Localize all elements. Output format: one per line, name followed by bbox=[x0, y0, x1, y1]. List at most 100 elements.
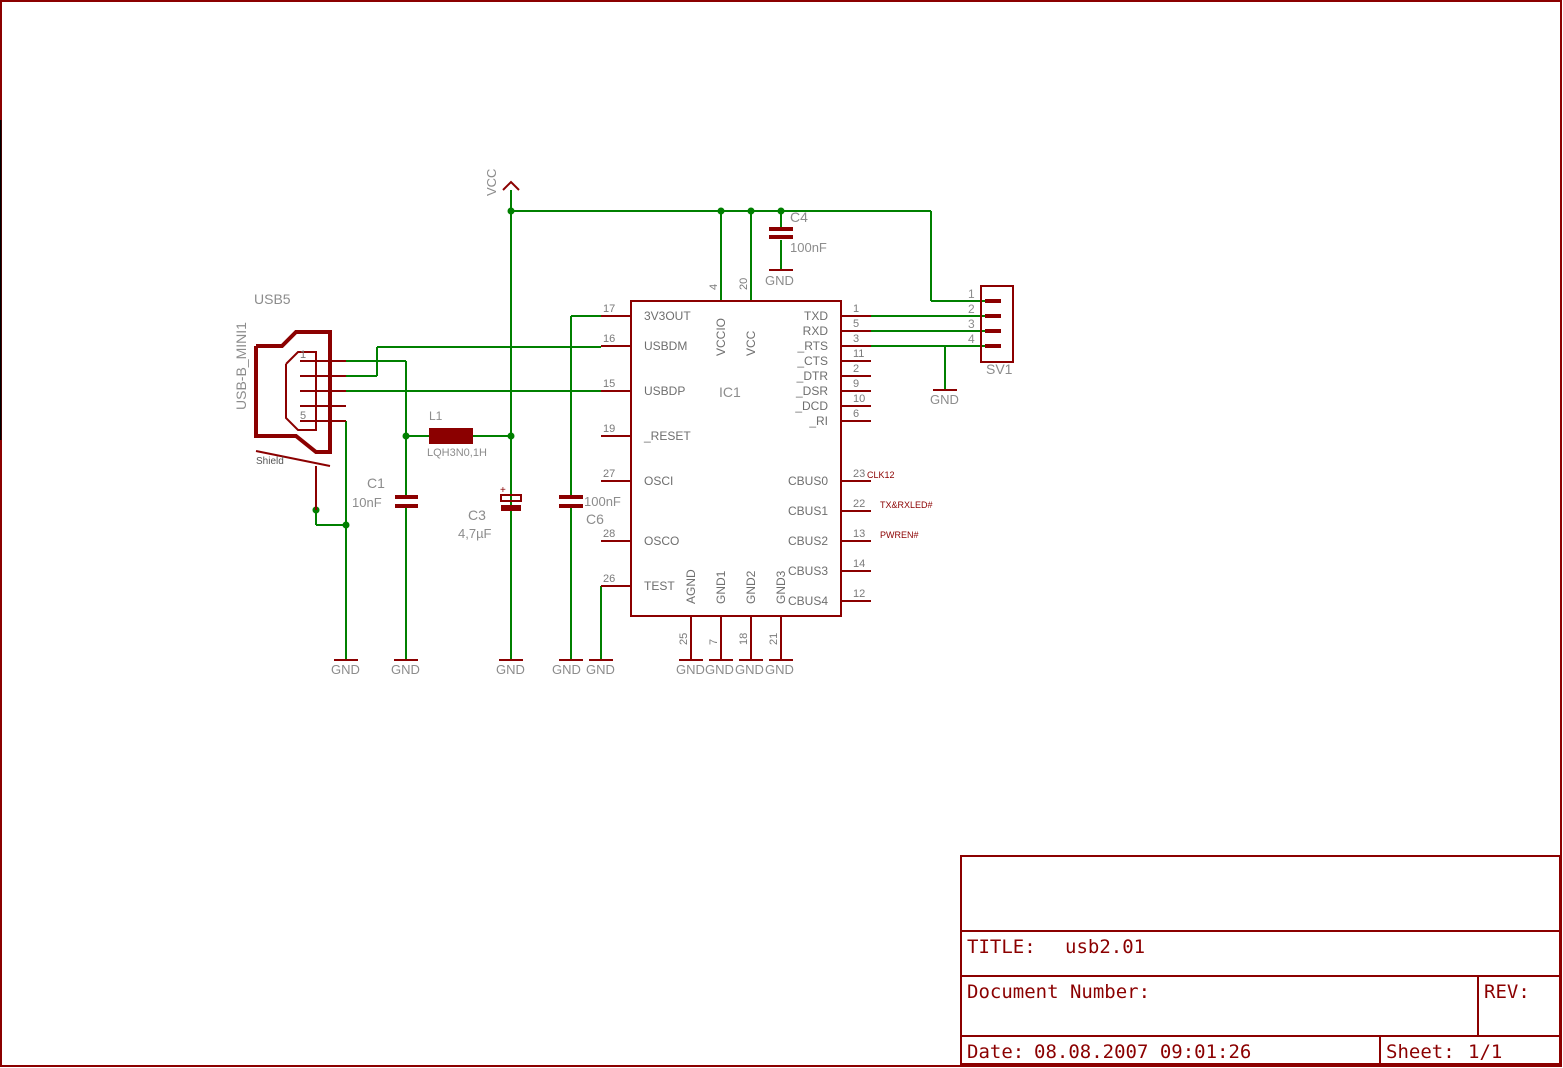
gnd-c4: GND bbox=[765, 269, 794, 288]
ic1-body bbox=[630, 300, 842, 617]
ic1-pin-label: USBDP bbox=[644, 384, 685, 398]
svg-text:GND: GND bbox=[735, 662, 764, 677]
svg-text:GND: GND bbox=[765, 273, 794, 288]
ic1-pin-label: TXD bbox=[804, 309, 828, 323]
ic1-pin-label: AGND bbox=[684, 569, 698, 604]
svg-text:GND: GND bbox=[552, 662, 581, 677]
c6-value: 100nF bbox=[584, 494, 621, 509]
c4-name: C4 bbox=[790, 209, 808, 225]
sv1-name: SV1 bbox=[986, 361, 1013, 377]
net-label: PWREN# bbox=[880, 530, 919, 540]
ic1-pin-number: 12 bbox=[853, 588, 865, 600]
c3-name: C3 bbox=[468, 507, 486, 523]
ic1-pin-label: CBUS4 bbox=[788, 594, 828, 608]
svg-text:4: 4 bbox=[968, 332, 975, 346]
svg-text:2: 2 bbox=[968, 302, 975, 316]
c1-value: 10nF bbox=[352, 495, 382, 510]
ic1-pin-label: VCC bbox=[744, 330, 758, 356]
ic1-pin-number: 15 bbox=[603, 378, 615, 390]
ic1-pin-number: 13 bbox=[853, 528, 865, 540]
ic1-pin-label: _CTS bbox=[796, 354, 828, 368]
capacitor-c4: C4 100nF bbox=[769, 209, 827, 255]
ic1-pin-number: 1 bbox=[853, 303, 859, 315]
capacitor-c3: + C3 4,7µF bbox=[458, 485, 522, 541]
l1-name: L1 bbox=[429, 409, 443, 423]
title-block: TITLE: usb2.01 Document Number: REV: Dat… bbox=[960, 855, 1561, 1065]
gnd-c1: GND bbox=[391, 659, 420, 677]
c6-name: C6 bbox=[586, 511, 604, 527]
ic1-pin-number: 2 bbox=[853, 363, 859, 375]
ic1-pin-number: 11 bbox=[853, 348, 864, 360]
gnd-gnd2: GND bbox=[735, 659, 764, 677]
svg-text:GND: GND bbox=[765, 662, 794, 677]
capacitor-c6: 100nF C6 bbox=[559, 494, 621, 527]
ic1-pin-number: 25 bbox=[678, 633, 690, 645]
svg-text:GND: GND bbox=[586, 662, 615, 677]
title-value: usb2.01 bbox=[1065, 936, 1145, 958]
ic1-pin-label: _DSR bbox=[795, 384, 828, 398]
wires bbox=[315, 190, 985, 660]
ic1-pin-label: 3V3OUT bbox=[644, 309, 691, 323]
gnd-usb: GND bbox=[331, 659, 360, 677]
title-label: TITLE: bbox=[967, 936, 1036, 958]
ic1-pin-label: _DCD bbox=[794, 399, 828, 413]
ic1-pin-label: _RESET bbox=[643, 429, 691, 443]
rev-label: REV: bbox=[1484, 981, 1530, 1003]
usb-name: USB5 bbox=[254, 291, 291, 307]
ic1-pin-label: TEST bbox=[644, 579, 675, 593]
gnd-agnd: GND bbox=[676, 659, 705, 677]
usb-connector: 1 5 Shield USB5 USB-B_MINI1 bbox=[233, 291, 346, 510]
document-number-label: Document Number: bbox=[967, 981, 1150, 1003]
l1-value: LQH3N0,1H bbox=[427, 447, 487, 459]
ic1-pin-label: VCCIO bbox=[714, 318, 728, 356]
ic1-pin-number: 21 bbox=[768, 633, 780, 645]
ic1-pin-label: CBUS1 bbox=[788, 504, 828, 518]
sheet-label: Sheet: bbox=[1386, 1041, 1455, 1063]
gnd-sv1: GND bbox=[930, 389, 959, 407]
svg-text:1: 1 bbox=[968, 287, 975, 301]
ic1-pin-label: OSCO bbox=[644, 534, 679, 548]
ic1-pin-number: 27 bbox=[603, 468, 615, 480]
ic1-pin-number: 26 bbox=[603, 573, 615, 585]
c1-name: C1 bbox=[367, 475, 385, 491]
ic1-pin-number: 4 bbox=[708, 284, 720, 290]
usb-value: USB-B_MINI1 bbox=[233, 322, 249, 410]
sheet-value: 1/1 bbox=[1468, 1041, 1502, 1063]
ic1-pin-number: 19 bbox=[603, 423, 615, 435]
ic1-pin-number: 17 bbox=[603, 303, 615, 315]
vcc-label: VCC bbox=[484, 169, 499, 196]
ic1-pin-label: GND2 bbox=[744, 570, 758, 604]
ic1-pin-label: _RI bbox=[808, 414, 828, 428]
ic1-pin-label: CBUS3 bbox=[788, 564, 828, 578]
svg-text:3: 3 bbox=[968, 317, 975, 331]
net-label: TX&RXLED# bbox=[880, 500, 933, 510]
ic1-pin-number: 5 bbox=[853, 318, 859, 330]
ic1-pin-label: _RTS bbox=[797, 339, 828, 353]
ic1-pin-label: GND1 bbox=[714, 570, 728, 604]
capacitor-c1: C1 10nF bbox=[352, 475, 418, 510]
ic1-pin-number: 28 bbox=[603, 528, 615, 540]
gnd-gnd3: GND bbox=[765, 659, 794, 677]
gnd-c3: GND bbox=[496, 659, 525, 677]
ic1-pin-label: GND3 bbox=[774, 570, 788, 604]
ic1-pin-label: _DTR bbox=[796, 369, 829, 383]
usb-pin1-label: 1 bbox=[300, 349, 306, 361]
svg-text:GND: GND bbox=[331, 662, 360, 677]
gnd-gnd1: GND bbox=[705, 659, 734, 677]
svg-text:GND: GND bbox=[391, 662, 420, 677]
svg-text:GND: GND bbox=[496, 662, 525, 677]
ic1-pin-label: CBUS2 bbox=[788, 534, 828, 548]
ic1-pin-number: 6 bbox=[853, 408, 859, 420]
ic1-pin-number: 22 bbox=[853, 498, 865, 510]
ic1-pin-label: CBUS0 bbox=[788, 474, 828, 488]
c3-polarity: + bbox=[500, 485, 506, 496]
ic1-pin-number: 14 bbox=[853, 558, 865, 570]
date-label: Date: bbox=[967, 1041, 1024, 1063]
ic1-name: IC1 bbox=[719, 384, 741, 400]
ic1-pin-number: 16 bbox=[603, 333, 615, 345]
ic1-pin-number: 18 bbox=[738, 633, 750, 645]
ic1-pin-number: 23 bbox=[853, 468, 865, 480]
svg-text:GND: GND bbox=[930, 392, 959, 407]
